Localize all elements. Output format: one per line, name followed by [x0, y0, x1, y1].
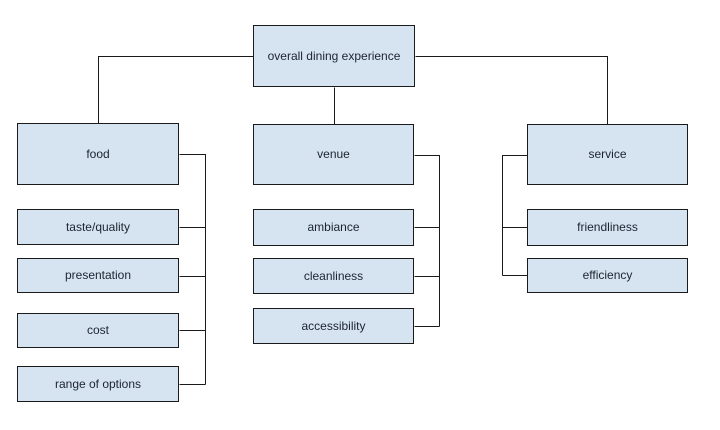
node-label: cleanliness — [303, 268, 364, 283]
connector-venue-spine — [414, 155, 440, 327]
node-label: accessibility — [301, 318, 366, 333]
node-efficiency: efficiency — [527, 258, 688, 293]
node-accessibility: accessibility — [253, 308, 414, 344]
node-taste-quality: taste/quality — [17, 209, 179, 245]
node-overall-dining-experience: overall dining experience — [253, 25, 415, 87]
node-cost: cost — [17, 313, 179, 348]
node-label: overall dining experience — [267, 48, 401, 63]
connector-root-service — [415, 56, 608, 125]
node-ambiance: ambiance — [253, 209, 414, 246]
connector-food-spine — [179, 154, 206, 385]
node-range-of-options: range of options — [17, 366, 179, 402]
node-cleanliness: cleanliness — [253, 258, 414, 294]
node-label: venue — [317, 147, 350, 162]
node-label: efficiency — [582, 268, 633, 283]
connector-root-food — [98, 56, 254, 124]
node-label: service — [588, 147, 627, 162]
node-label: ambiance — [307, 220, 360, 235]
node-label: friendliness — [577, 220, 638, 235]
node-presentation: presentation — [17, 258, 179, 293]
node-food: food — [17, 123, 179, 185]
node-label: presentation — [64, 268, 132, 283]
node-label: taste/quality — [65, 219, 131, 234]
node-venue: venue — [253, 124, 414, 185]
node-label: food — [86, 146, 110, 161]
node-label: range of options — [54, 376, 142, 391]
connector-service-spine — [502, 155, 528, 276]
node-label: cost — [86, 323, 109, 338]
node-friendliness: friendliness — [527, 209, 688, 246]
node-service: service — [527, 124, 688, 185]
